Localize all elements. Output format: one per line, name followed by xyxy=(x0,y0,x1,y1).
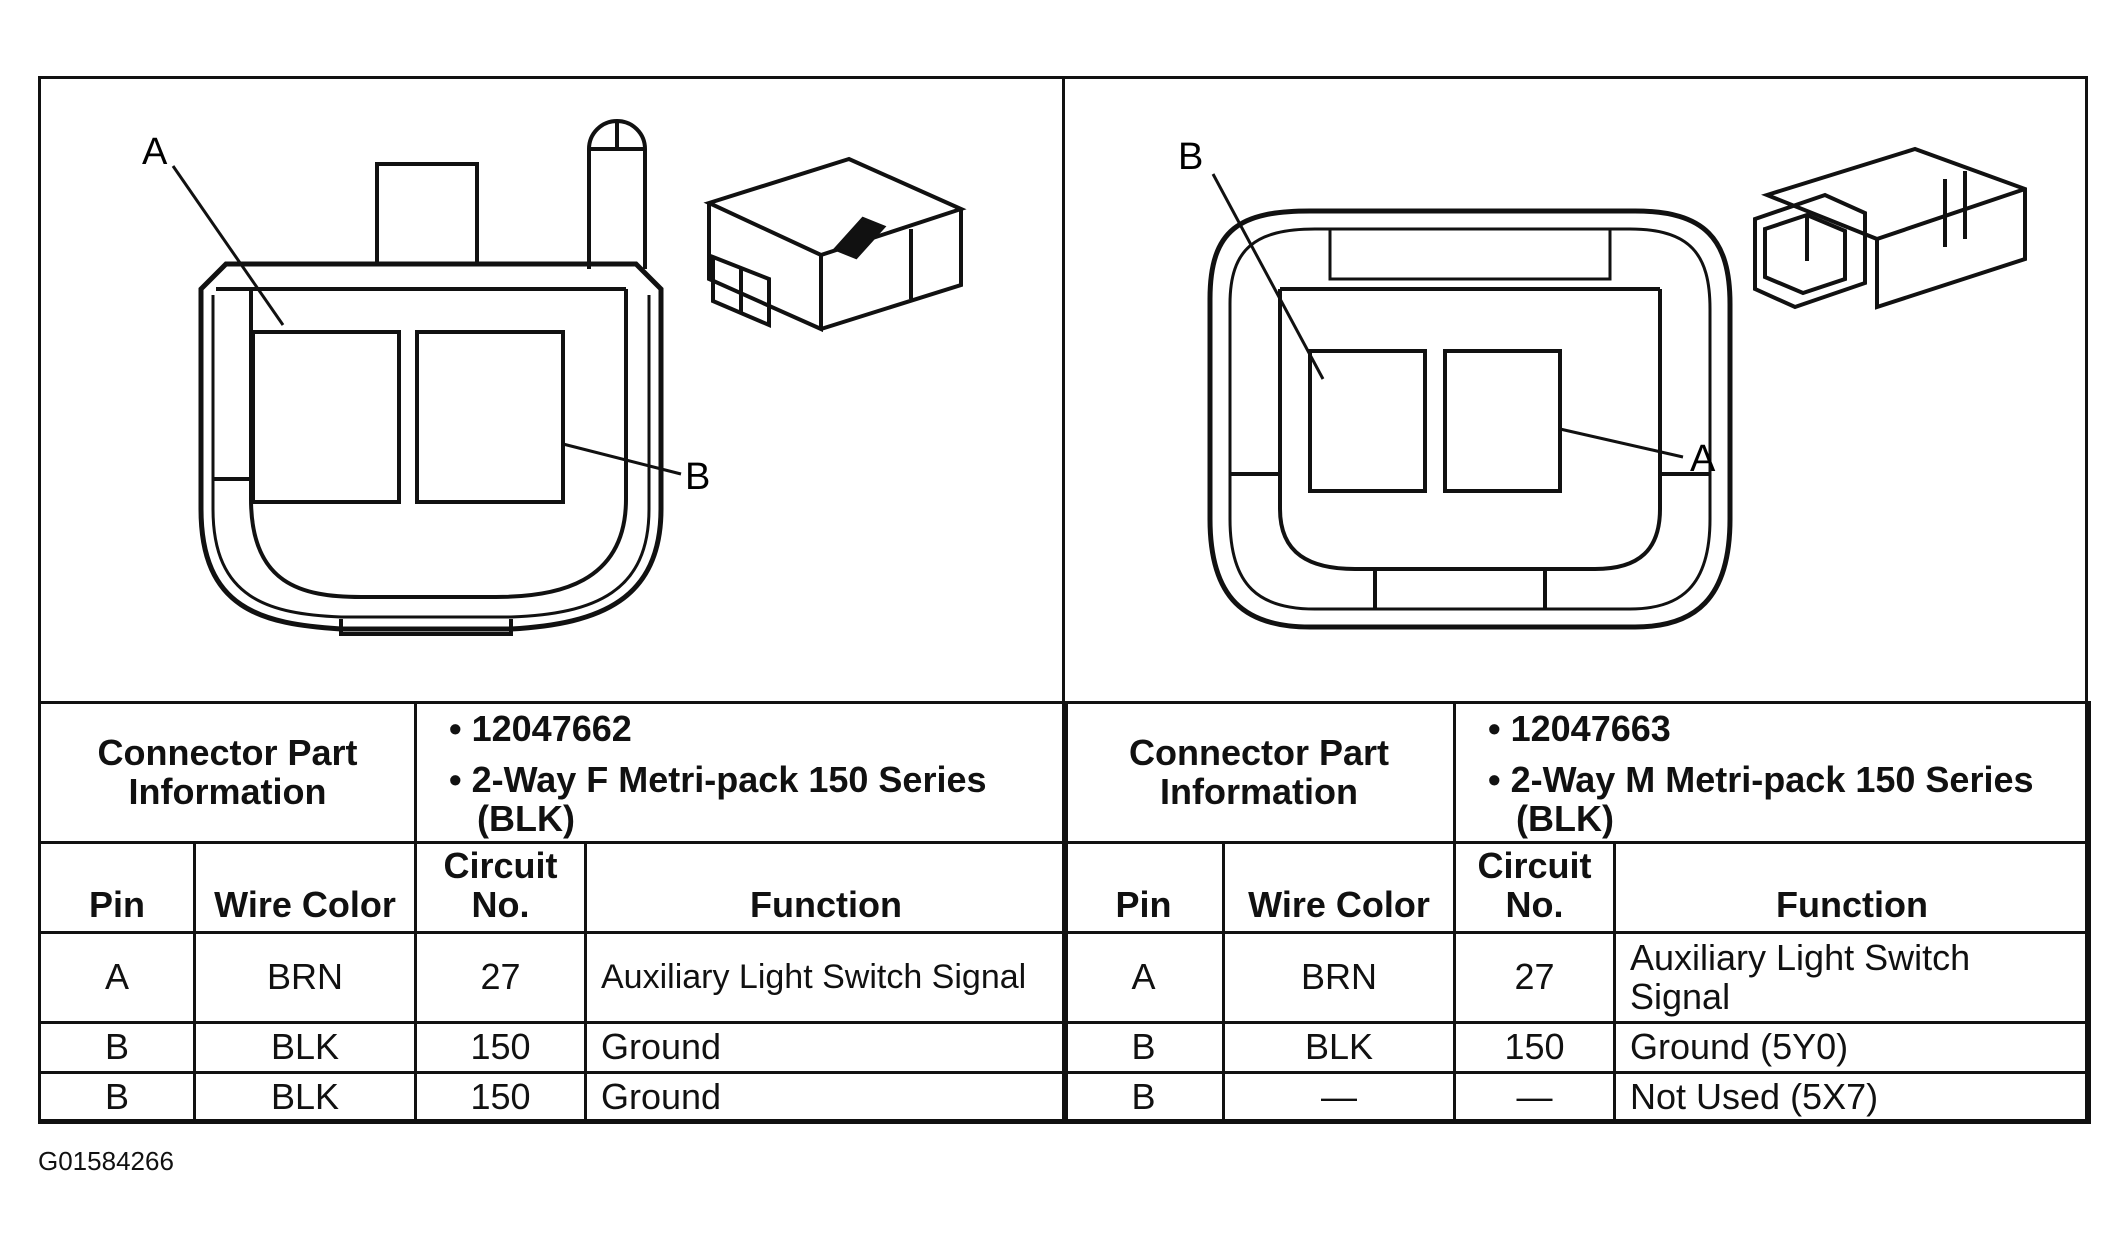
right-row3-circuit: — xyxy=(1453,1071,1616,1124)
right-connector-table: Connector Part Information • 12047663 • … xyxy=(1062,701,2092,1124)
left-row2-function: Ground xyxy=(583,1021,1069,1074)
left-label-a: A xyxy=(142,131,168,173)
left-housing-inner xyxy=(249,289,628,599)
table-row: B BLK 150 Ground xyxy=(38,1071,1069,1124)
right-cavity-b xyxy=(1308,349,1427,493)
right-row1-circuit: 27 xyxy=(1453,931,1616,1024)
left-row3-function: Ground xyxy=(583,1071,1069,1124)
right-connector-drawing: B A xyxy=(1065,79,2085,701)
left-row1-pin: A xyxy=(38,931,196,1024)
right-header-pin: Pin xyxy=(1062,841,1225,934)
panel-divider xyxy=(1062,76,1065,1122)
left-connector-face-svg: A B xyxy=(142,119,967,636)
right-housing-outer xyxy=(1207,208,1733,630)
right-row2-pin: B xyxy=(1062,1021,1225,1074)
right-part-number: • 12047663 xyxy=(1488,708,1671,749)
right-label-a: A xyxy=(1690,438,1716,480)
table-row: B BLK 150 Ground xyxy=(38,1021,1069,1074)
right-row3-pin: B xyxy=(1062,1071,1225,1124)
right-label-b: B xyxy=(1178,136,1203,178)
left-leader-a xyxy=(171,165,285,326)
left-connector-thumbnail xyxy=(703,156,967,333)
right-row1-function: Auxiliary Light Switch Signal xyxy=(1612,931,2092,1024)
left-header-circuit: Circuit No. xyxy=(414,841,587,934)
right-connector-face-svg: B A xyxy=(1178,136,2027,630)
right-row1-wire: BRN xyxy=(1222,931,1456,1024)
figure-id: G01584266 xyxy=(38,1146,174,1176)
right-header-wire: Wire Color xyxy=(1222,841,1456,934)
left-row3-wire: BLK xyxy=(193,1071,417,1124)
right-header-function: Function xyxy=(1612,841,2092,934)
right-row1-pin: A xyxy=(1062,931,1225,1024)
right-cavity-a xyxy=(1443,349,1562,493)
left-header-wire: Wire Color xyxy=(193,841,417,934)
right-row2-function: Ground (5Y0) xyxy=(1612,1021,2092,1074)
table-row: B BLK 150 Ground (5Y0) xyxy=(1062,1021,2092,1074)
table-row: B — — Not Used (5X7) xyxy=(1062,1071,2092,1124)
table-row: A BRN 27 Auxiliary Light Switch Signal xyxy=(38,931,1069,1024)
right-housing-inner xyxy=(1278,289,1662,571)
left-row2-wire: BLK xyxy=(193,1021,417,1074)
right-info-items: • 12047663 • 2-Way M Metri-pack 150 Seri… xyxy=(1452,701,2092,844)
left-cavity-b xyxy=(415,330,565,504)
right-row2-circuit: 150 xyxy=(1453,1021,1616,1074)
left-connector-drawing: A B xyxy=(41,79,1062,701)
left-top-tab xyxy=(375,162,479,266)
left-part-number: • 12047662 xyxy=(449,708,632,749)
left-cavity-a xyxy=(251,330,401,504)
right-leader-a xyxy=(1559,427,1684,459)
left-header-function: Function xyxy=(583,841,1069,934)
left-leader-b xyxy=(562,442,682,476)
left-row2-circuit: 150 xyxy=(414,1021,587,1074)
left-part-description: • 2-Way F Metri-pack 150 Series (BLK) xyxy=(449,758,987,839)
left-header-pin: Pin xyxy=(38,841,196,934)
right-header-circuit: Circuit No. xyxy=(1453,841,1616,934)
right-row3-wire: — xyxy=(1222,1071,1456,1124)
left-row3-circuit: 150 xyxy=(414,1071,587,1124)
right-info-label: Connector Part Information xyxy=(1062,701,1456,844)
right-part-description: • 2-Way M Metri-pack 150 Series (BLK) xyxy=(1488,758,2034,839)
left-info-label: Connector Part Information xyxy=(38,701,417,844)
left-row1-wire: BRN xyxy=(193,931,417,1024)
right-row3-function: Not Used (5X7) xyxy=(1612,1071,2092,1124)
left-latch-post xyxy=(587,119,647,269)
left-label-b: B xyxy=(685,456,710,498)
left-row3-pin: B xyxy=(38,1071,196,1124)
right-row2-wire: BLK xyxy=(1222,1021,1456,1074)
left-row1-function: Auxiliary Light Switch Signal xyxy=(583,931,1069,1024)
left-row1-circuit: 27 xyxy=(414,931,587,1024)
left-row2-pin: B xyxy=(38,1021,196,1074)
table-row: A BRN 27 Auxiliary Light Switch Signal xyxy=(1062,931,2092,1024)
right-connector-thumbnail xyxy=(1753,146,2027,310)
right-leader-b xyxy=(1211,173,1325,380)
left-connector-table: Connector Part Information • 12047662 • … xyxy=(38,701,1069,1124)
left-info-items: • 12047662 • 2-Way F Metri-pack 150 Seri… xyxy=(413,701,1069,844)
